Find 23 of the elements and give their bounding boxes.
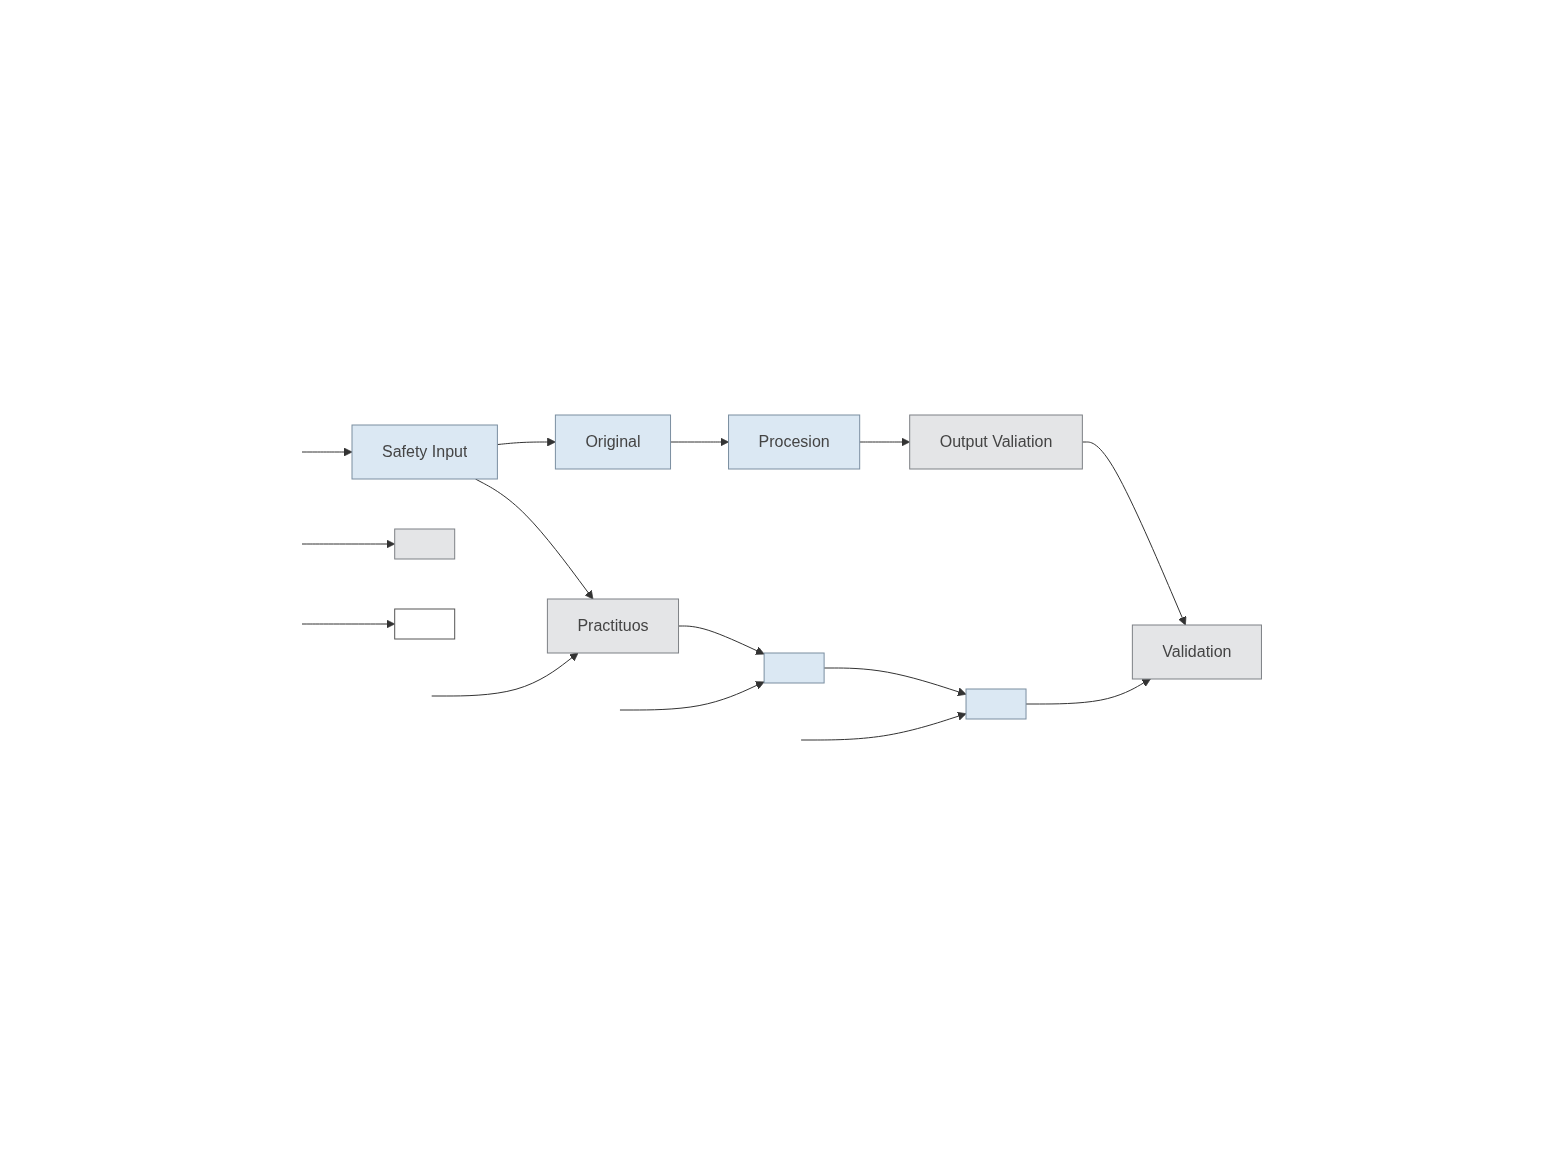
arrow — [430, 652, 579, 697]
node-box: Procesion — [727, 414, 860, 470]
node-box — [965, 688, 1027, 720]
arrow — [823, 667, 967, 697]
node-box: Output Valiation — [908, 414, 1083, 470]
node-box: Safety Input — [351, 424, 498, 480]
arrow — [496, 437, 556, 447]
arrow — [301, 539, 395, 549]
arrow — [669, 437, 729, 447]
node-box: Original — [554, 414, 671, 470]
arrow — [1025, 678, 1151, 705]
arrow — [301, 447, 353, 457]
node-box — [393, 528, 455, 560]
arrow — [619, 681, 765, 711]
arrow — [858, 437, 910, 447]
arrow — [1081, 441, 1187, 626]
arrow — [800, 711, 967, 741]
arrow — [677, 625, 765, 655]
node-box: Validation — [1131, 624, 1262, 680]
arrow — [301, 619, 395, 629]
node-box — [393, 608, 455, 640]
node-box — [763, 652, 825, 684]
node-box: Practituos — [546, 598, 679, 654]
